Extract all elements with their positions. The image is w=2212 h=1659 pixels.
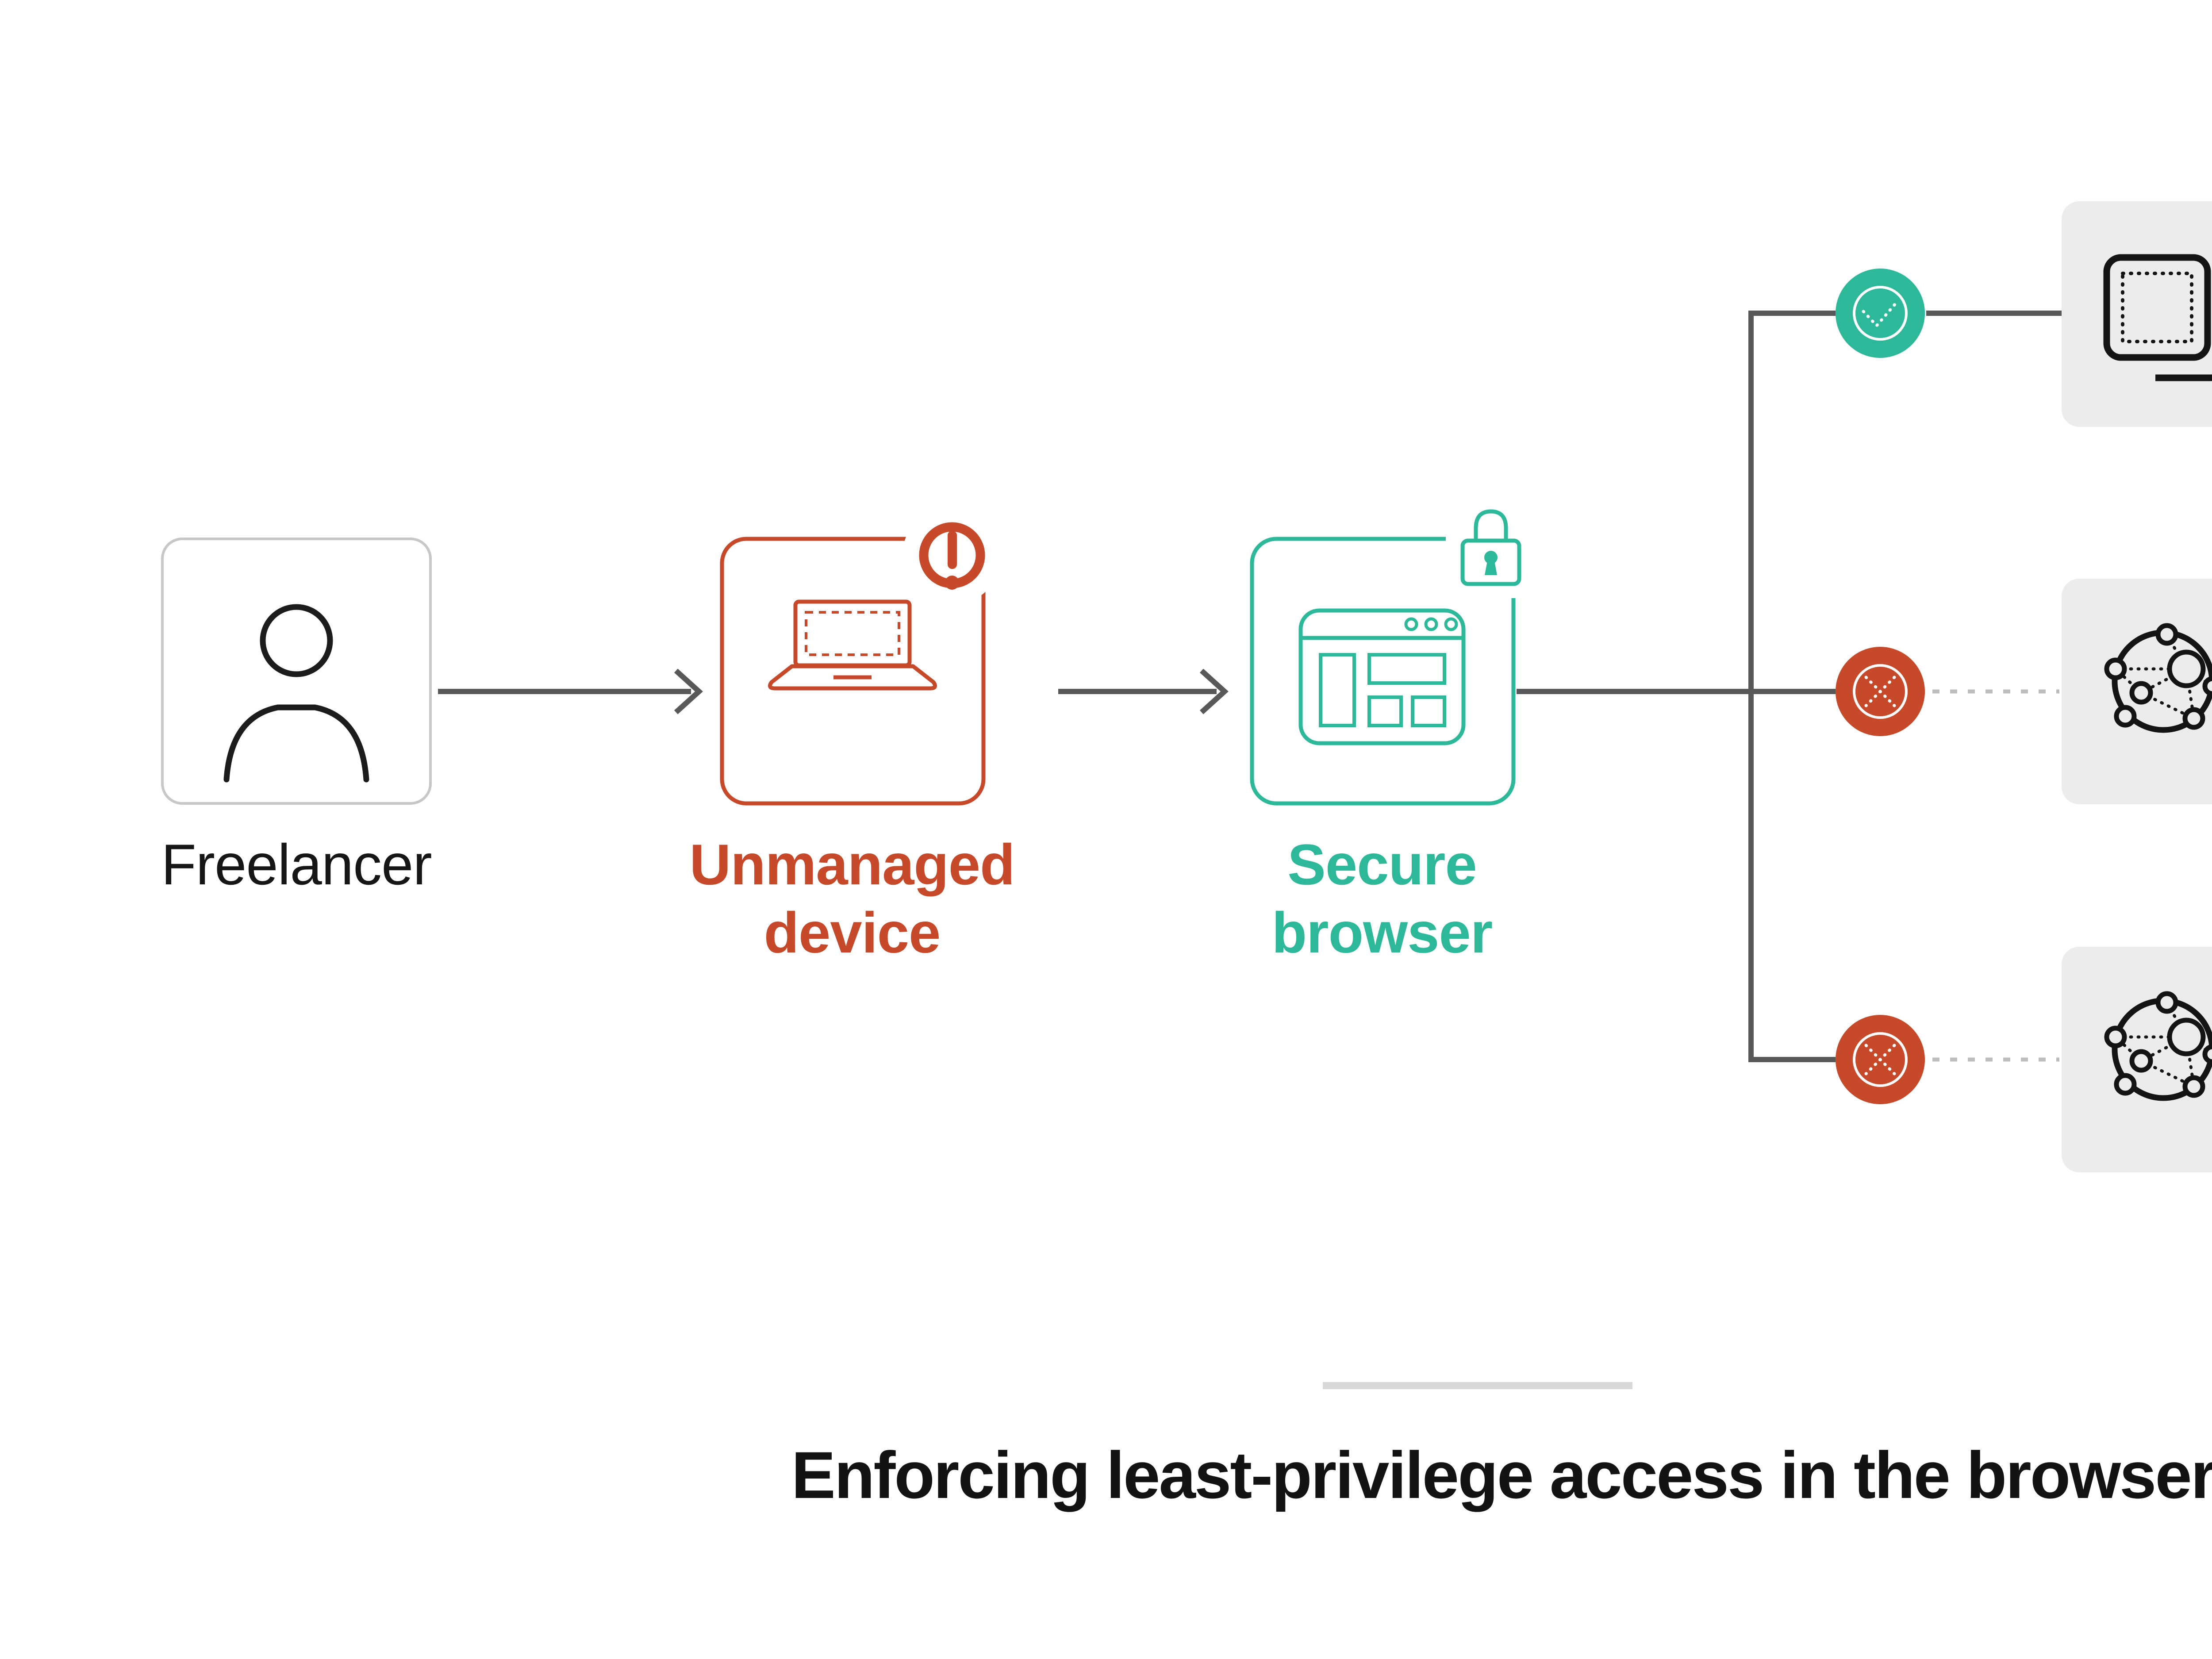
unmanaged-device-node	[720, 506, 1002, 806]
internal-apps-icon	[2103, 254, 2212, 381]
x-circle-icon-espn	[1836, 1015, 1925, 1104]
check-circle-icon	[1836, 269, 1925, 358]
secure-browser-label-line1: Secure	[1287, 832, 1477, 897]
lock-icon	[1460, 509, 1521, 586]
browser-window-icon	[1298, 608, 1466, 745]
laptop-icon	[768, 599, 937, 691]
blocked-dotted-connectors	[1932, 689, 2059, 1062]
unmanaged-device-box	[720, 537, 986, 806]
alert-exclamation-icon	[919, 522, 985, 590]
freelancer-node	[161, 538, 432, 805]
unmanaged-device-label-line1: Unmanaged	[689, 832, 1015, 897]
secure-browser-label-line2: browser	[1271, 900, 1493, 965]
secure-browser-node	[1250, 503, 1532, 806]
caption-divider	[1323, 1382, 1632, 1389]
unmanaged-device-label-line2: device	[764, 900, 941, 965]
secure-browser-box	[1250, 537, 1516, 806]
person-icon	[223, 604, 369, 783]
x-circle-icon-draftkings	[1836, 647, 1925, 736]
connector-lines	[438, 311, 2062, 1062]
freelancer-box	[161, 538, 432, 805]
arrow-freelancer-to-unmanaged	[438, 668, 703, 714]
arrow-unmanaged-to-secure	[1058, 668, 1229, 714]
diagram-title: Enforcing least-privilege access in the …	[791, 1438, 2212, 1512]
freelancer-label: Freelancer	[161, 832, 432, 897]
